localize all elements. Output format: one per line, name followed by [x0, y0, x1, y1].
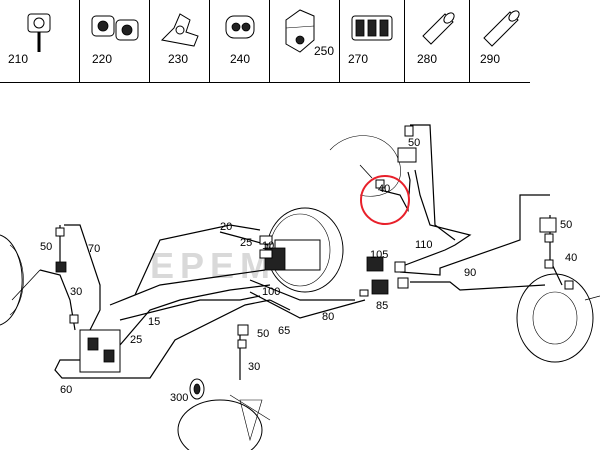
rear-brake-disc[interactable] — [177, 394, 271, 450]
callout-25: 25 — [240, 237, 252, 249]
legend-label: 230 — [168, 52, 189, 66]
front-left-brake-disc[interactable] — [0, 234, 41, 326]
callout-30: 30 — [70, 286, 82, 298]
abs-ring-300[interactable] — [189, 378, 205, 400]
callout-20: 20 — [220, 221, 232, 233]
legend-cell-210[interactable]: 210 — [0, 0, 80, 83]
callout-80: 80 — [322, 311, 334, 323]
callout-50: 50 — [408, 137, 420, 149]
callout-65: 65 — [278, 325, 290, 337]
legend-strip: 210 220 230 240 250 — [0, 0, 600, 85]
clip-single-icon — [27, 13, 51, 52]
brake-line-diagram: EPEMIA — [0, 124, 600, 450]
callout-30: 30 — [248, 361, 260, 373]
callout-50: 50 — [560, 219, 572, 231]
legend-cell-290[interactable]: 290 — [470, 0, 530, 83]
legend-cell-270[interactable]: 270 — [340, 0, 405, 83]
callout-110: 110 — [415, 239, 433, 251]
sleeve-short-icon — [422, 12, 455, 45]
clip-triple-icon — [351, 15, 393, 41]
legend-label: 250 — [314, 44, 335, 58]
callout-50: 50 — [257, 328, 269, 340]
callout-25: 25 — [130, 334, 142, 346]
callout-10: 10 — [262, 240, 274, 252]
engine-outline — [329, 135, 401, 197]
clip-round-icon — [225, 15, 255, 39]
sleeve-long-icon — [483, 10, 520, 47]
legend-cell-230[interactable]: 230 — [150, 0, 210, 83]
legend-label: 240 — [230, 52, 251, 66]
legend-cell-220[interactable]: 220 — [80, 0, 150, 83]
brake-lines — [39, 124, 563, 380]
abs-hydraulic-unit[interactable] — [79, 329, 121, 373]
callout-40: 40 — [378, 183, 390, 195]
front-right-brake-disc[interactable] — [516, 273, 600, 363]
callout-300: 300 — [170, 392, 188, 404]
callout-100: 100 — [262, 286, 280, 298]
callout-90: 90 — [464, 267, 476, 279]
brake-booster[interactable] — [264, 207, 344, 293]
callouts: 50 40 20 25 10 50 70 30 15 25 60 50 65 3… — [40, 137, 577, 404]
callout-105: 105 — [370, 249, 388, 261]
legend-label: 220 — [92, 52, 113, 66]
callout-40: 40 — [565, 252, 577, 264]
legend-cell-280[interactable]: 280 — [405, 0, 470, 83]
legend-label: 290 — [480, 52, 501, 66]
fittings — [55, 125, 574, 349]
callout-50: 50 — [40, 241, 52, 253]
legend-cell-250[interactable]: 250 — [270, 0, 340, 83]
legend-label: 270 — [348, 52, 369, 66]
highlight-circle — [360, 175, 410, 225]
callout-60: 60 — [60, 384, 72, 396]
clip-stack-icon — [285, 9, 315, 53]
legend-label: 280 — [417, 52, 438, 66]
callout-70: 70 — [88, 243, 100, 255]
legend-cell-240[interactable]: 240 — [210, 0, 270, 83]
callout-15: 15 — [148, 316, 160, 328]
clip-double-icon — [91, 15, 139, 41]
legend-label: 210 — [8, 52, 29, 66]
callout-85: 85 — [376, 300, 388, 312]
clip-bracket-icon — [160, 13, 199, 47]
